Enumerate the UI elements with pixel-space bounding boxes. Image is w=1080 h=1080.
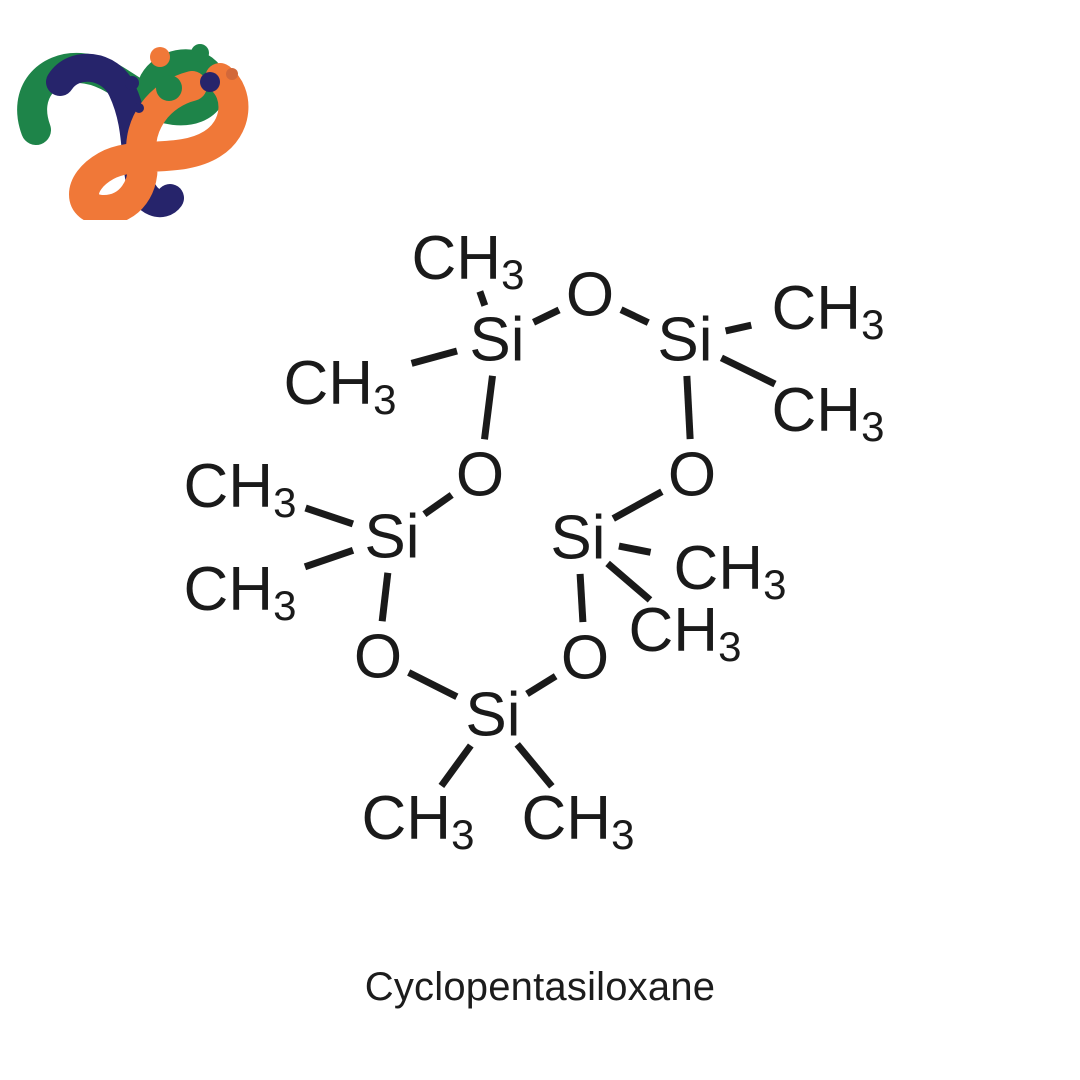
atom-label-si-si5: Si — [465, 681, 520, 750]
logo-dot — [134, 103, 144, 113]
bond-si2-m4 — [719, 354, 777, 388]
logo-dot — [156, 75, 182, 101]
bond-si4-m8 — [605, 560, 653, 603]
atom-label-si-si1: Si — [469, 306, 524, 375]
atom-label-ch3-m5: CH3 — [184, 452, 297, 526]
logo-dots — [125, 44, 238, 113]
bond-si3-o5 — [422, 492, 454, 518]
bond-si5-m9 — [438, 743, 474, 788]
atom-label-ch3-m8: CH3 — [629, 596, 742, 670]
bond-o5-si1 — [481, 375, 496, 440]
atom-label-ch3-m10: CH3 — [522, 784, 635, 858]
trefoil-knot-logo — [17, 44, 249, 220]
atom-label-ch3-m1: CH3 — [412, 224, 525, 298]
atom-label-ch3-m4: CH3 — [772, 376, 885, 450]
atom-label-o-o4: O — [354, 623, 402, 692]
atom-label-ch3-m9: CH3 — [362, 784, 475, 858]
logo-dot — [191, 44, 209, 62]
atom-label-ch3-m6: CH3 — [184, 555, 297, 629]
bond-si1-o1 — [532, 306, 561, 326]
atom-label-o-o1: O — [566, 261, 614, 330]
logo-dot — [200, 72, 220, 92]
bond-si1-m1 — [476, 290, 489, 307]
bond-o3-si5 — [525, 673, 558, 697]
bond-si2-m3 — [724, 321, 753, 335]
logo-dot — [150, 47, 170, 67]
bond-o4-si3 — [378, 572, 392, 622]
bond-layer — [303, 290, 777, 789]
bond-si3-m6 — [303, 547, 355, 571]
bond-si3-m5 — [304, 504, 355, 528]
atom-label-ch3-m7: CH3 — [674, 534, 787, 608]
structure-caption: Cyclopentasiloxane — [364, 965, 716, 1009]
logo-dot — [226, 68, 238, 80]
logo-dot — [125, 76, 139, 90]
bond-si5-m10 — [514, 742, 555, 789]
logo-orange-ribbon — [69, 63, 249, 220]
atom-label-ch3-m2: CH3 — [284, 349, 397, 423]
atom-label-ch3-m3: CH3 — [772, 274, 885, 348]
bond-o2-si4 — [611, 488, 664, 522]
bond-o1-si2 — [619, 306, 650, 326]
atom-label-si-si3: Si — [364, 503, 419, 572]
bond-si4-m7 — [618, 542, 652, 556]
logo-ribbons — [17, 49, 249, 220]
bond-si5-o4 — [407, 669, 459, 700]
bond-si2-o2 — [683, 375, 694, 440]
atom-label-o-o3: O — [561, 624, 609, 693]
bond-si4-o3 — [576, 573, 587, 623]
atom-label-si-si4: Si — [550, 504, 605, 573]
bond-si1-m2 — [410, 347, 458, 367]
atom-label-si-si2: Si — [657, 306, 712, 375]
atom-label-o-o5: O — [456, 441, 504, 510]
atom-label-o-o2: O — [668, 441, 716, 510]
